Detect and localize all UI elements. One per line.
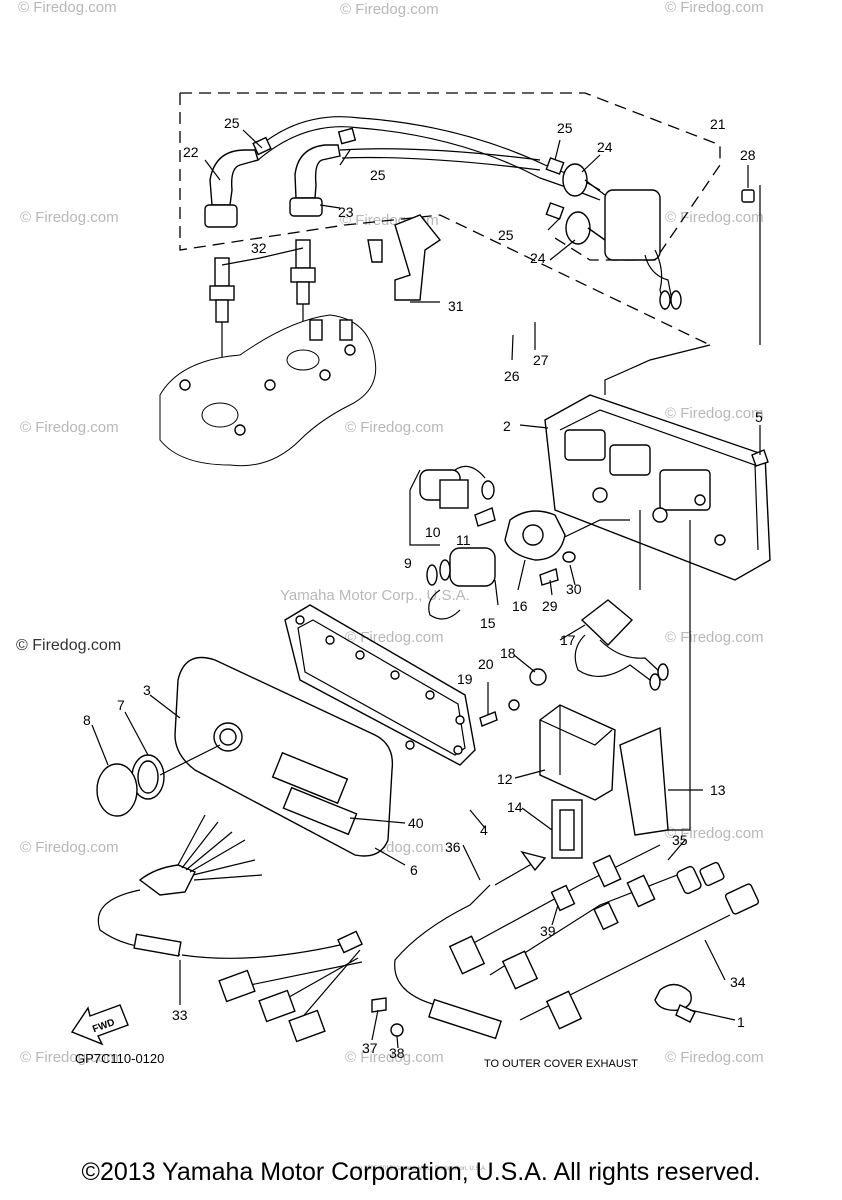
watermark: © Firedog.com	[665, 405, 764, 422]
callout-33: 33	[172, 1007, 188, 1023]
callout-32: 32	[251, 240, 267, 256]
callout-13: 13	[710, 782, 726, 798]
callout-25c: 25	[557, 120, 573, 136]
callout-8: 8	[83, 712, 91, 728]
copyright-footer: ©2013 Yamaha Motor Corporation, U.S.A. A…	[81, 1158, 761, 1186]
sensor-16	[504, 510, 576, 586]
callout-21: 21	[710, 116, 726, 132]
callout-35: 35	[672, 832, 688, 848]
watermark-center: Yamaha Motor Corp., U.S.A.	[280, 587, 470, 604]
callout-25b: 25	[370, 167, 386, 183]
callout-16: 16	[512, 598, 528, 614]
callout-6: 6	[410, 862, 418, 878]
leader	[668, 520, 691, 831]
callout-leaders	[91, 129, 761, 1049]
watermark: © Firedog.com	[20, 1049, 119, 1066]
diagram-code: GP7C110-0120	[75, 1051, 164, 1066]
callout-12: 12	[497, 771, 513, 787]
watermark: © Firedog.com	[345, 419, 444, 436]
callout-40: 40	[408, 815, 424, 831]
callout-22: 22	[183, 144, 199, 160]
group-box-21	[180, 92, 721, 261]
exhaust-note: TO OUTER COVER EXHAUST	[484, 1058, 638, 1070]
callout-1: 1	[737, 1014, 745, 1030]
ignition-coil-assembly	[562, 163, 755, 311]
callout-numbers: 1 2 3 4 5 6 7 8 9 10 11 12 13 14 15 16 1…	[83, 115, 763, 1061]
callout-29: 29	[542, 598, 558, 614]
wire-harness-33	[97, 814, 363, 1043]
callout-37: 37	[362, 1040, 378, 1056]
plug-cap-assembly	[204, 116, 601, 228]
callout-23: 23	[338, 204, 354, 220]
watermark: © Firedog.com	[20, 839, 119, 856]
callout-10: 10	[425, 524, 441, 540]
callout-5: 5	[755, 409, 763, 425]
watermark: © Firedog.com	[345, 1049, 444, 1066]
group-box-21-lower	[179, 93, 711, 346]
watermark: © Firedog.com	[665, 0, 764, 16]
callout-17: 17	[560, 632, 576, 648]
callout-34: 34	[730, 974, 746, 990]
watermark: © Firedog.com	[665, 1049, 764, 1066]
watermark-dark: © Firedog.com	[16, 637, 121, 654]
callout-11: 11	[456, 532, 471, 548]
watermark: © Firedog.com	[345, 629, 444, 646]
callout-4: 4	[480, 822, 488, 838]
bracket-31	[367, 214, 442, 301]
watermark: © Firedog.com	[340, 1, 439, 18]
callout-36: 36	[445, 839, 461, 855]
leader	[604, 344, 711, 395]
callout-25d: 25	[498, 227, 514, 243]
callout-7: 7	[117, 697, 125, 713]
callout-30: 30	[566, 581, 582, 597]
callout-2: 2	[503, 418, 511, 434]
electrical-box-2	[544, 394, 771, 581]
callout-9: 9	[404, 555, 412, 571]
callout-39: 39	[540, 923, 556, 939]
callout-3: 3	[143, 682, 151, 698]
small-credit: (c) 2005-2015 Yamaha Motor Corporation, …	[355, 1166, 487, 1172]
callout-20: 20	[478, 656, 494, 672]
callout-24: 24	[597, 139, 613, 155]
callout-27: 27	[533, 352, 549, 368]
callout-24b: 24	[530, 250, 546, 266]
callout-15: 15	[480, 615, 496, 631]
watermark: © Firedog.com	[20, 209, 119, 226]
fwd-badge: FWD	[70, 1004, 129, 1046]
callout-31: 31	[448, 298, 464, 314]
callout-28: 28	[740, 147, 756, 163]
cover-3	[96, 656, 394, 857]
callout-38: 38	[389, 1045, 405, 1061]
callout-14: 14	[507, 799, 523, 815]
cylinder-head	[159, 314, 377, 467]
callout-19: 19	[457, 671, 473, 687]
watermark: © Firedog.com	[665, 209, 764, 226]
callout-18: 18	[500, 645, 516, 661]
gasket-4	[284, 604, 476, 766]
cdi-unit-12	[539, 704, 669, 859]
sensor-17	[479, 599, 669, 727]
callout-25: 25	[224, 115, 240, 131]
callout-26: 26	[504, 368, 520, 384]
watermark: © Firedog.com	[665, 629, 764, 646]
watermark: © Firedog.com	[18, 0, 117, 16]
cables-34-39	[371, 844, 760, 1040]
watermark: © Firedog.com	[20, 419, 119, 436]
relay-assembly	[409, 465, 496, 620]
